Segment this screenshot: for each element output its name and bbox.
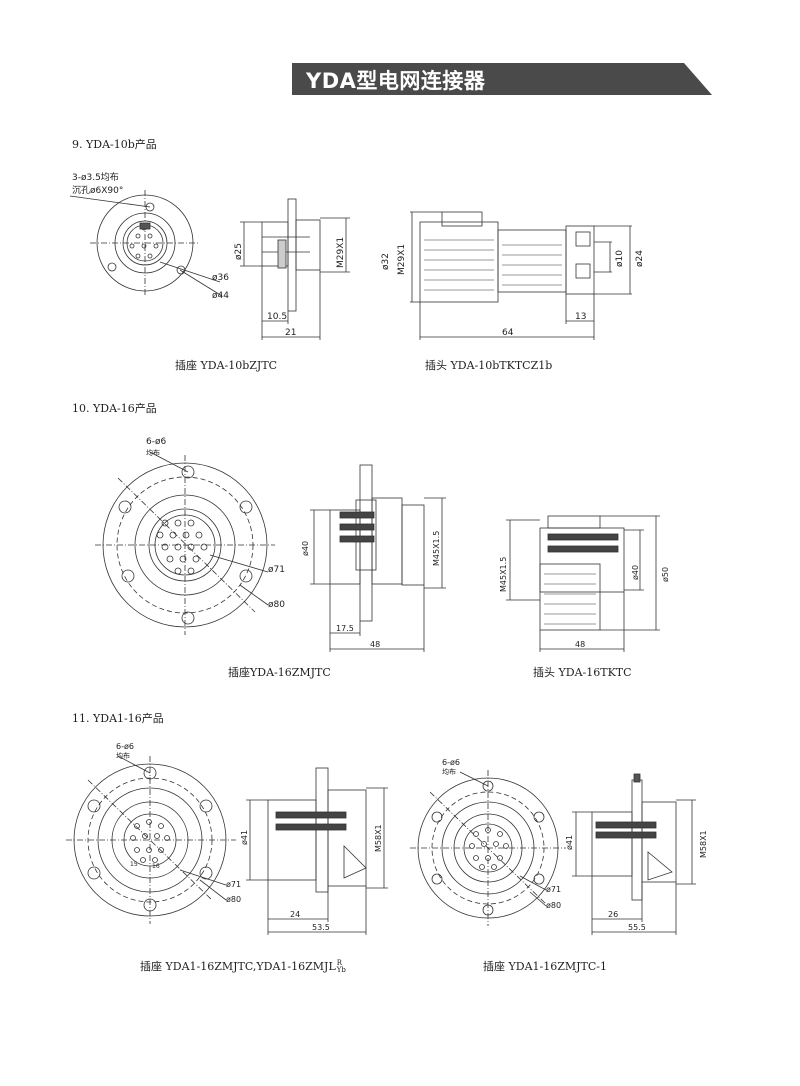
- drawing-10b-socket-side: [240, 198, 350, 340]
- drawing-10b-socket-front: [69, 190, 223, 297]
- header-banner: YDA型电网连接器: [292, 63, 712, 95]
- label-11-d71-b: ø71: [546, 885, 561, 894]
- drawing-yda1-16-side-b: [572, 773, 696, 935]
- label-d10: ø10: [615, 250, 625, 267]
- section-title-11: 11. YDA1-16产品: [72, 712, 164, 725]
- label-holes: 3-ø3.5均布: [72, 171, 119, 183]
- label-16-d17-5: 17.5: [336, 624, 354, 633]
- labels-yda1-16-front-b: 6-ø6 均布 ø71 ø80: [442, 758, 561, 910]
- caption-socket-yda1-16-1: 插座 YDA1-16ZMJTC-1: [483, 960, 608, 973]
- label-d36: ø36: [212, 273, 229, 283]
- caption-plug-10b: 插头 YDA-10bTKTCZ1b: [425, 359, 553, 372]
- label-d13: 13: [575, 312, 586, 322]
- label-pin15: 15: [130, 861, 138, 868]
- label-11-holes-b: 6-ø6: [442, 758, 460, 767]
- label-16-d50: ø50: [661, 567, 670, 582]
- label-11-d80-a: ø80: [226, 895, 241, 904]
- label-11-m58-b: M58X1: [699, 830, 708, 858]
- label-11-d71-a: ø71: [226, 880, 241, 889]
- section-title-9: 9. YDA-10b产品: [72, 138, 157, 151]
- labels-16-side: ø40 M45X1.5 17.5 48: [301, 531, 441, 649]
- label-16-d40-b: ø40: [631, 565, 640, 580]
- labels-10b-plug: ø32 M29X1 ø10 ø24 13 64: [381, 244, 645, 338]
- labels-16-front: 6-ø6 均布 ø71 ø80: [146, 437, 285, 610]
- label-d24: ø24: [635, 250, 645, 267]
- drawing-yda1-16-front-b: [410, 770, 566, 926]
- label-16-m45-b: M45X1.5: [499, 557, 508, 592]
- label-16-d48-a: 48: [370, 640, 380, 649]
- label-11-d24: 24: [290, 910, 300, 919]
- label-11-d80-b: ø80: [546, 901, 561, 910]
- labels-10b-front: 3-ø3.5均布 沉孔ø6X90° ø36 ø44: [72, 171, 229, 301]
- caption-plug-16: 插头 YDA-16TKTC: [533, 666, 632, 679]
- label-11-d41-a: ø41: [240, 830, 249, 845]
- caption-socket-yda1-16-text: 插座 YDA1-16ZMJTC,YDA1-16ZMJL: [140, 960, 336, 973]
- banner-shape: [292, 63, 712, 95]
- drawing-16-socket-front: [95, 451, 275, 635]
- labels-yda1-16-side-a: ø41 M58X1 24 53.5: [240, 824, 383, 932]
- caption-suffix-bottom: Yb: [336, 966, 346, 974]
- label-16-d40: ø40: [301, 541, 310, 556]
- label-d64: 64: [502, 328, 514, 338]
- caption-socket-10b: 插座 YDA-10bZJTC: [175, 359, 278, 372]
- label-16-holes: 6-ø6: [146, 437, 166, 447]
- labels-16-plug: M45X1.5 ø40 ø50 48: [499, 557, 670, 649]
- label-16-m45-a: M45X1.5: [432, 531, 441, 566]
- labels-yda1-16-front-a: 6-ø6 均布 ø71 ø80 15 16: [116, 742, 241, 904]
- label-d25: ø25: [234, 243, 244, 260]
- label-11-d53-5: 53.5: [312, 923, 330, 932]
- label-16-d80: ø80: [268, 600, 285, 610]
- label-11-holes-a: 6-ø6: [116, 742, 134, 751]
- label-11-d26: 26: [608, 910, 618, 919]
- label-m29-b: M29X1: [397, 244, 407, 275]
- label-16-holes-note: 均布: [146, 448, 160, 457]
- drawing-10b-plug-side: [410, 211, 632, 340]
- label-16-d48-b: 48: [575, 640, 585, 649]
- label-d10-5: 10.5: [267, 312, 287, 322]
- labels-yda1-16-side-b: ø41 M58X1 26 55.5: [565, 830, 708, 932]
- label-11-holes-note-a: 均布: [116, 751, 130, 760]
- label-11-d41-b: ø41: [565, 835, 574, 850]
- drawing-yda1-16-front-a: [66, 755, 236, 924]
- label-m29-a: M29X1: [336, 237, 346, 268]
- label-d32: ø32: [381, 253, 391, 270]
- label-pin16: 16: [152, 863, 160, 870]
- label-11-m58-a: M58X1: [374, 824, 383, 852]
- drawing-16-socket-side: [310, 464, 446, 652]
- caption-suffix-top: R: [336, 959, 343, 967]
- labels-10b-side: ø25 M29X1 10.5 21: [234, 237, 346, 338]
- label-d21: 21: [285, 328, 296, 338]
- drawing-yda1-16-side-a: [246, 767, 388, 935]
- section-title-10: 10. YDA-16产品: [72, 402, 157, 415]
- label-countersink: 沉孔ø6X90°: [72, 185, 123, 196]
- label-16-d71: ø71: [268, 565, 285, 575]
- caption-socket-16: 插座YDA-16ZMJTC: [228, 666, 331, 679]
- label-11-d55-5: 55.5: [628, 923, 646, 932]
- label-d44: ø44: [212, 291, 229, 301]
- label-11-holes-note-b: 均布: [442, 767, 456, 776]
- page-title: YDA型电网连接器: [306, 69, 486, 93]
- drawing-16-plug-side: [506, 515, 660, 652]
